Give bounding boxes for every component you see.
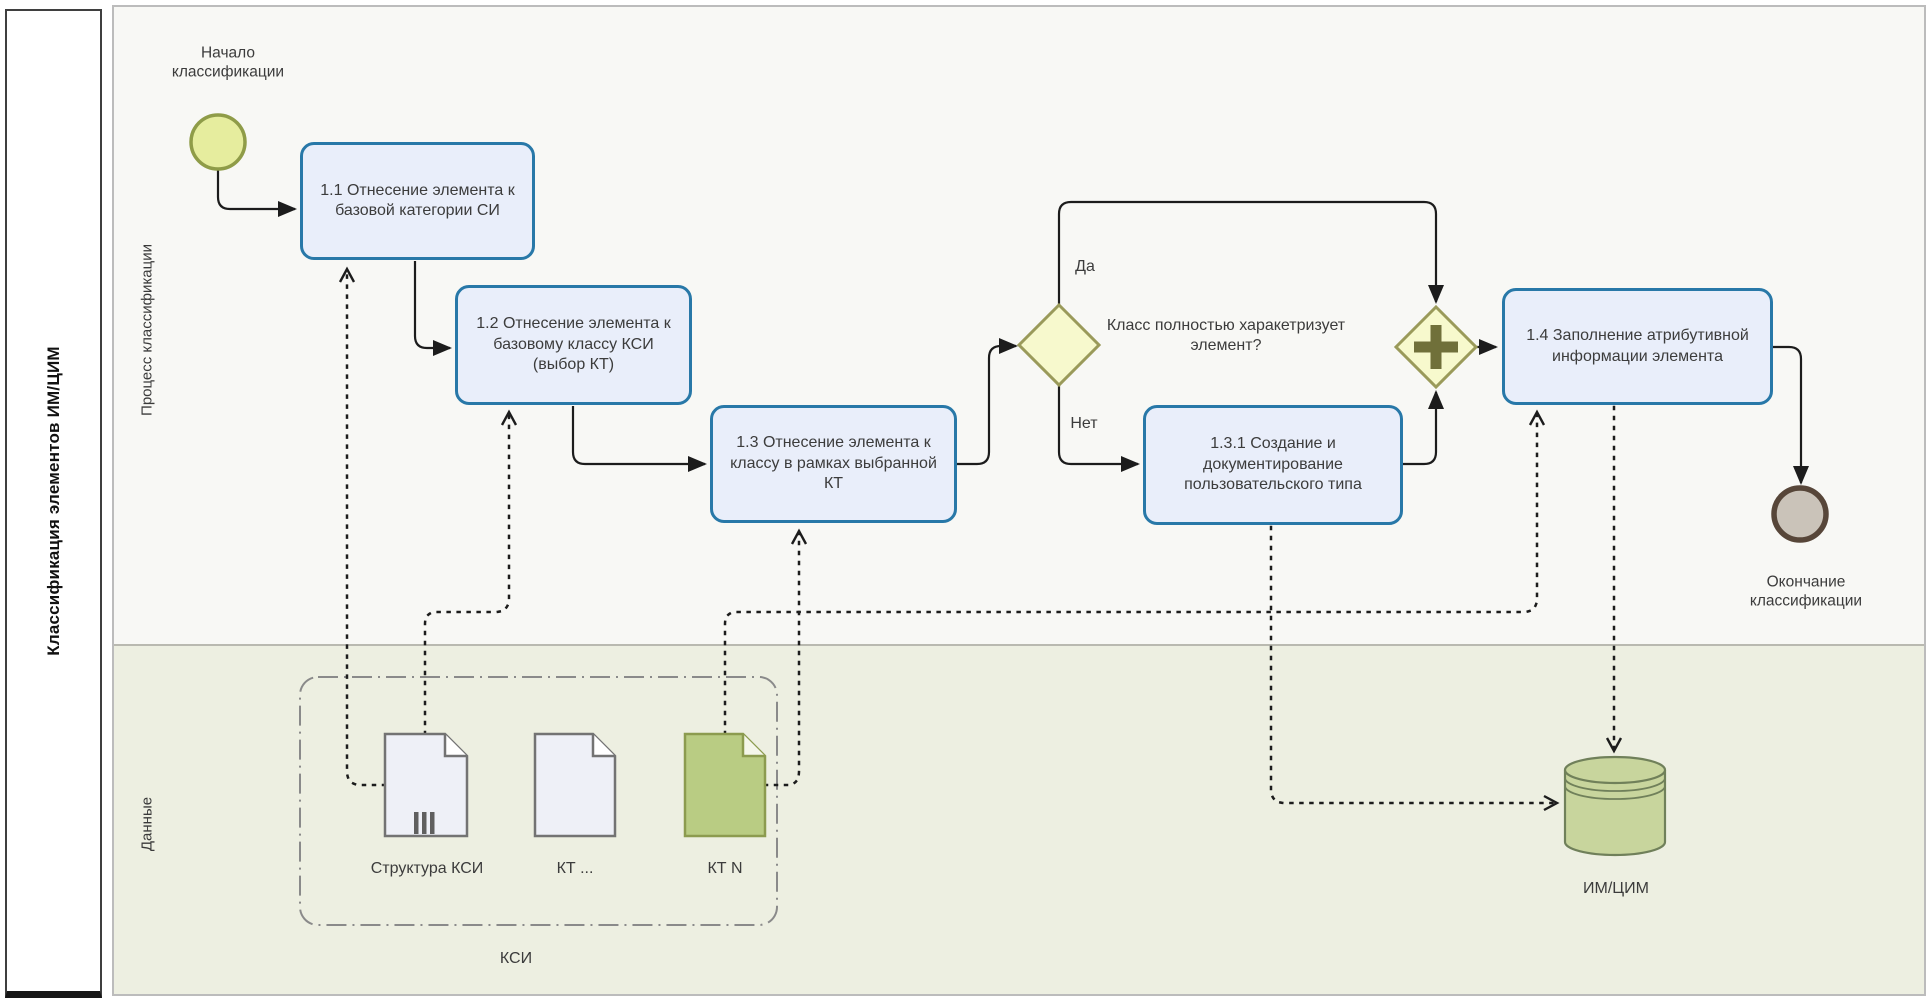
association-ktn-to-task13 [763, 528, 808, 787]
no-branch-label: Нет [1070, 415, 1098, 432]
exclusive-gateway[interactable] [1016, 302, 1102, 388]
flow-task131-to-parallel-gateway [1403, 390, 1444, 466]
task-1-3[interactable]: 1.3 Отнесение элемента к классу в рамках… [710, 405, 957, 523]
gateway-question-label: Класс полностью харакетризует элемент? [1106, 317, 1346, 354]
association-ktn-to-task14 [723, 409, 1546, 736]
end-event-label: Окончание классификации [1749, 573, 1863, 610]
task-1-2[interactable]: 1.2 Отнесение элемента к базовому классу… [455, 285, 692, 405]
group-label: КСИ [499, 950, 533, 967]
flow-task13-to-gateway [957, 338, 1018, 466]
flow-task11-to-task12 [413, 261, 452, 356]
association-structure-to-task11 [338, 266, 387, 787]
flow-no-to-task131 [1057, 384, 1140, 472]
data-object-structure-ksi[interactable] [383, 732, 469, 838]
end-event[interactable] [1771, 485, 1829, 543]
task-1-4[interactable]: 1.4 Заполнение атрибутивной информации э… [1502, 288, 1773, 405]
datastore-im-cim[interactable] [1563, 755, 1667, 857]
collection-marker [414, 812, 435, 834]
data-object-label-kt-n: КТ N [707, 860, 743, 877]
data-object-label-kt-dots: КТ ... [556, 860, 594, 877]
data-object-label-structure: Структура КСИ [370, 860, 484, 877]
yes-branch-label: Да [1075, 258, 1095, 275]
association-structure-to-task12 [423, 409, 518, 736]
association-task131-to-datastore [1269, 525, 1560, 812]
group-ksi[interactable] [299, 676, 778, 926]
flow-task14-to-end [1773, 345, 1809, 485]
start-event-label: Начало классификации [171, 44, 285, 81]
parallel-gateway[interactable] [1393, 304, 1479, 390]
flow-yes-to-parallel-gateway [1057, 200, 1444, 306]
flow-start-to-task11 [216, 170, 297, 217]
datastore-label: ИМ/ЦИМ [1583, 880, 1649, 897]
flow-task12-to-task13 [571, 406, 707, 472]
task-1-1[interactable]: 1.1 Отнесение элемента к базовой категор… [300, 142, 535, 260]
data-object-kt-n[interactable] [683, 732, 767, 838]
task-1-3-1[interactable]: 1.3.1 Создание и документирование пользо… [1143, 405, 1403, 525]
data-object-kt-dots[interactable] [533, 732, 617, 838]
pool-header: Классификация элементов ИМ/ЦИМ [5, 9, 102, 998]
start-event[interactable] [189, 113, 247, 171]
